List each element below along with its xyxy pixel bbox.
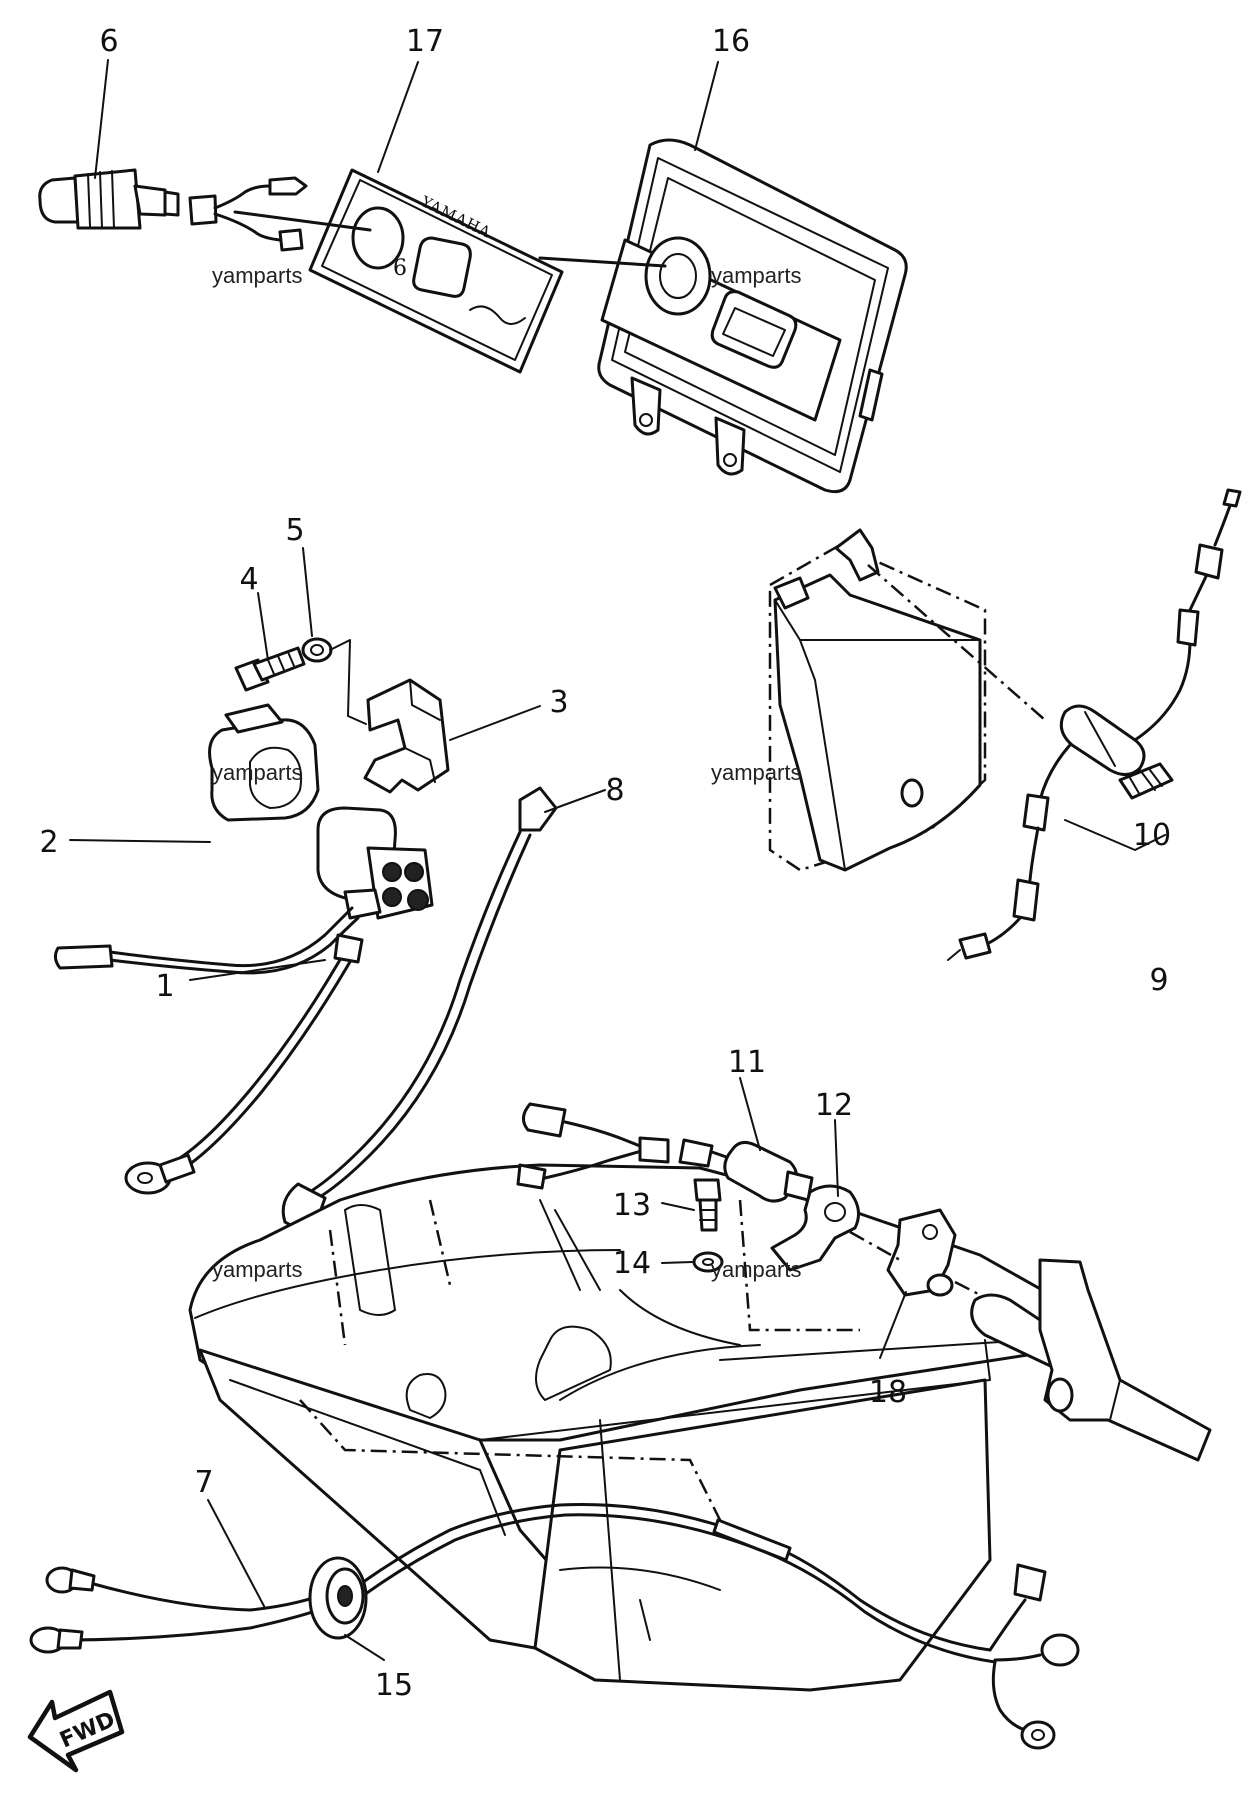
callout-6: 6 (99, 24, 118, 59)
callout-4: 4 (239, 562, 258, 597)
grommet-part-15 (308, 1556, 368, 1640)
callout-7: 7 (194, 1465, 213, 1500)
forward-arrow: FWD (27, 1689, 125, 1773)
bolt-part-4 (234, 646, 306, 692)
callout-5: 5 (285, 513, 304, 548)
callout-14: 14 (613, 1246, 651, 1281)
callout-18: 18 (869, 1375, 907, 1410)
callout-9: 9 (1149, 963, 1168, 998)
holder-part-2 (208, 703, 320, 822)
fuse-part-10 (1118, 762, 1174, 800)
callout-labels: 6 17 16 5 4 3 2 1 8 10 9 11 12 13 14 18 … (39, 24, 1171, 1703)
callout-2: 2 (39, 825, 58, 860)
callout-1: 1 (155, 969, 174, 1004)
callout-12: 12 (815, 1088, 853, 1123)
switch-part-11 (516, 1102, 814, 1203)
part-9-bracket-leader (1064, 819, 1166, 851)
bracket-leader (329, 639, 367, 725)
callout-16: 16 (712, 24, 750, 59)
wire-harness-part-7 (29, 1502, 1080, 1750)
shift-shaft (849, 1230, 1212, 1462)
solenoid-part-1 (316, 806, 434, 920)
callout-17: 17 (406, 24, 444, 59)
panel-symbol-text: 6 (393, 256, 408, 281)
bolt-part-13 (693, 1178, 722, 1232)
solenoid-wiring (53, 906, 364, 1195)
kill-switch-part-6 (38, 168, 308, 252)
washer-part-14 (692, 1251, 724, 1273)
watermark-text: yamparts (212, 263, 302, 288)
nut-part-5 (301, 637, 333, 663)
callout-8: 8 (605, 773, 624, 808)
leader-to-panel-plate (233, 210, 372, 232)
callout-13: 13 (613, 1188, 651, 1223)
panel-plate-part-17: YAMAHA 6 (308, 168, 564, 374)
control-box (768, 528, 987, 872)
watermark-text: yamparts (711, 263, 801, 288)
watermark-text: yamparts (212, 1257, 302, 1282)
callout-10: 10 (1133, 818, 1171, 853)
callout-leaders (69, 59, 1156, 1661)
watermark-text: yamparts (711, 1257, 801, 1282)
plate-part-12 (770, 1184, 861, 1272)
panel-housing-part-16 (597, 138, 908, 494)
bracket-part-3 (363, 678, 450, 794)
watermarks: yamparts yamparts yamparts yamparts yamp… (212, 263, 801, 1282)
cable-part-8 (281, 786, 558, 1228)
watermark-text: yamparts (212, 760, 302, 785)
fuse-holder-part-9 (867, 488, 1242, 961)
callout-15: 15 (375, 1668, 413, 1703)
watermark-text: yamparts (711, 760, 801, 785)
callout-3: 3 (549, 685, 568, 720)
callout-11: 11 (728, 1045, 766, 1080)
leader-to-panel-housing (538, 256, 667, 268)
bracket-part-18 (886, 1208, 957, 1297)
